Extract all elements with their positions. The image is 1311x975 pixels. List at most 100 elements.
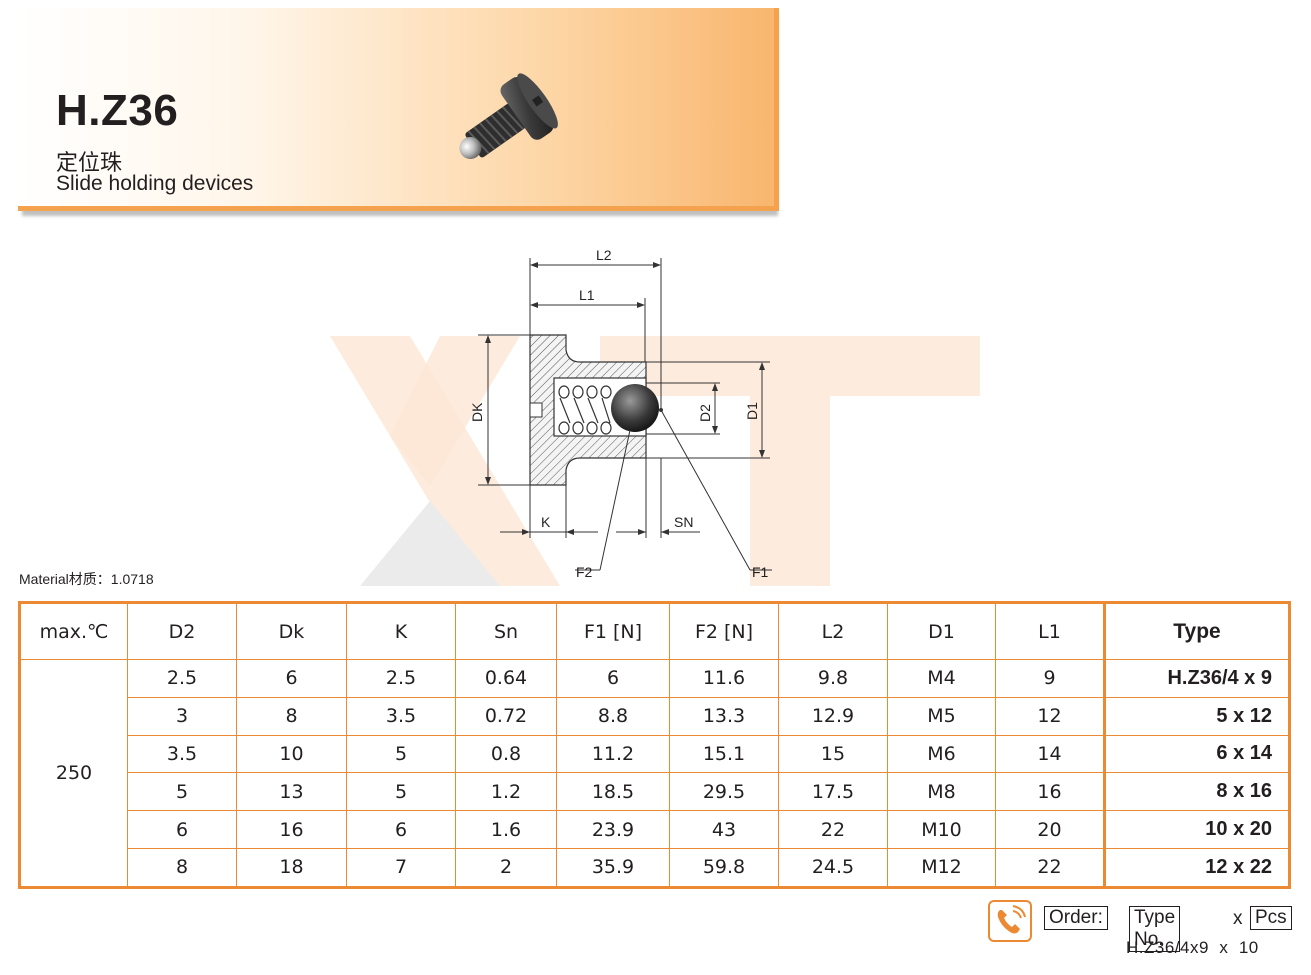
type-no-label: Type No. xyxy=(1129,906,1181,952)
cell-l1: 14 xyxy=(995,734,1105,774)
cell-d2: 5 xyxy=(127,772,237,812)
cell-l1: 16 xyxy=(995,772,1105,812)
table-row: 250 2.5 6 2.5 0.64 6 11.6 9.8 M4 9 H.Z36… xyxy=(19,659,1290,888)
table-header-row: max.℃ D2 Dk K Sn F1 [N] F2 [N] L2 D1 L1 … xyxy=(19,602,1290,660)
cell-f1: 23.9 xyxy=(556,810,670,849)
cell-d1: M5 xyxy=(887,696,996,736)
cell-dk: 8 xyxy=(236,696,347,736)
material-note: Material材质：1.0718 xyxy=(19,571,154,587)
cell-d1: M6 xyxy=(887,734,996,774)
table-row: 8 18 7 2 35.9 59.8 24.5 M12 22 12 x 22 xyxy=(20,847,1290,888)
cell-l2: 17.5 xyxy=(778,772,888,812)
cell-sn: 0.64 xyxy=(455,659,557,698)
header-k: K xyxy=(346,602,456,660)
cell-f1: 6 xyxy=(556,659,670,698)
cell-f2: 29.5 xyxy=(669,772,779,812)
product-name-en: Slide holding devices xyxy=(56,172,254,195)
dim-label-l1: L1 xyxy=(579,287,595,303)
cell-l2: 24.5 xyxy=(778,847,888,888)
cell-f2: 59.8 xyxy=(669,847,779,888)
cell-f1: 8.8 xyxy=(556,696,670,736)
header-type: Type xyxy=(1103,602,1290,660)
cell-l2: 15 xyxy=(778,734,888,774)
dim-label-sn: SN xyxy=(674,514,693,530)
cell-type: 6 x 14 xyxy=(1103,734,1290,774)
dim-label-dk: DK xyxy=(469,402,485,422)
product-photo xyxy=(459,73,558,159)
cell-d2: 3.5 xyxy=(127,734,237,774)
cell-f1: 18.5 xyxy=(556,772,670,812)
cell-dk: 6 xyxy=(236,659,347,698)
dim-label-f2: F2 xyxy=(576,564,593,580)
cell-dk: 16 xyxy=(236,810,347,849)
dim-label-k: K xyxy=(541,514,551,530)
cell-d2: 2.5 xyxy=(127,659,237,698)
cell-l1: 9 xyxy=(995,659,1105,698)
cell-type: 8 x 16 xyxy=(1103,772,1290,812)
header-underline xyxy=(18,206,774,211)
cell-f1: 35.9 xyxy=(556,847,670,888)
table-row: 3 8 3.5 0.72 8.8 13.3 12.9 M5 12 5 x 12 xyxy=(20,696,1290,736)
cell-sn: 1.2 xyxy=(455,772,557,812)
cell-d1: M12 xyxy=(887,847,996,888)
cell-d1: M10 xyxy=(887,810,996,849)
header-banner: H.Z36 定位珠 Slide holding devices xyxy=(18,8,779,211)
cell-dk: 18 xyxy=(236,847,347,888)
cell-dk: 13 xyxy=(236,772,347,812)
cell-d1: M8 xyxy=(887,772,996,812)
header-d2: D2 xyxy=(127,602,237,660)
cell-type: 5 x 12 xyxy=(1103,696,1290,736)
cell-sn: 2 xyxy=(455,847,557,888)
header-dk: Dk xyxy=(236,602,347,660)
cell-k: 6 xyxy=(346,810,456,849)
cell-d1: M4 xyxy=(887,659,996,698)
cell-l1: 22 xyxy=(995,847,1105,888)
dim-label-f1: F1 xyxy=(752,564,769,580)
cell-k: 2.5 xyxy=(346,659,456,698)
cell-d2: 3 xyxy=(127,696,237,736)
product-name-cn: 定位珠 xyxy=(56,151,123,176)
dim-label-l2: L2 xyxy=(596,247,612,263)
cell-sn: 0.8 xyxy=(455,734,557,774)
cell-f2: 13.3 xyxy=(669,696,779,736)
header-f1: F1 [N] xyxy=(556,602,670,660)
cell-l2: 9.8 xyxy=(778,659,888,698)
cell-k: 5 xyxy=(346,734,456,774)
phone-icon xyxy=(988,900,1032,942)
cell-l1: 20 xyxy=(995,810,1105,849)
header-d1: D1 xyxy=(887,602,996,660)
cell-l1: 12 xyxy=(995,696,1105,736)
order-example: H.Z36/4x9 x 10 xyxy=(1126,938,1259,957)
cell-d2: 8 xyxy=(127,847,237,888)
spec-table: max.℃ D2 Dk K Sn F1 [N] F2 [N] L2 D1 L1 … xyxy=(18,601,1291,889)
header-sn: Sn xyxy=(455,602,557,660)
table-row: 6 16 6 1.6 23.9 43 22 M10 20 10 x 20 xyxy=(20,810,1290,849)
pcs-label: Pcs xyxy=(1250,906,1292,930)
dim-label-d1: D1 xyxy=(744,402,760,420)
cell-sn: 1.6 xyxy=(455,810,557,849)
cell-type: 10 x 20 xyxy=(1103,810,1290,849)
product-code-title: H.Z36 xyxy=(56,86,179,135)
header-l2: L2 xyxy=(778,602,888,660)
cell-k: 3.5 xyxy=(346,696,456,736)
cell-f2: 43 xyxy=(669,810,779,849)
header-f2: F2 [N] xyxy=(669,602,779,660)
table-row: 5 13 5 1.2 18.5 29.5 17.5 M8 16 8 x 16 xyxy=(20,772,1290,812)
cell-f2: 15.1 xyxy=(669,734,779,774)
dim-label-d2: D2 xyxy=(697,404,713,422)
header-edge xyxy=(774,8,779,211)
header-max-temp: max.℃ xyxy=(19,602,128,660)
order-multiply: x xyxy=(1233,908,1243,929)
table-row: 3.5 10 5 0.8 11.2 15.1 15 M6 14 6 x 14 xyxy=(20,734,1290,774)
cell-l2: 12.9 xyxy=(778,696,888,736)
cell-f1: 11.2 xyxy=(556,734,670,774)
order-label: Order: xyxy=(1044,906,1108,930)
cross-section-drawing: L2 L1 DK D2 D1 K SN F2 F1 xyxy=(469,247,772,580)
cell-f2: 11.6 xyxy=(669,659,779,698)
cell-type: H.Z36/4 x 9 xyxy=(1103,659,1290,698)
header-l1: L1 xyxy=(995,602,1105,660)
cell-dk: 10 xyxy=(236,734,347,774)
cell-d2: 6 xyxy=(127,810,237,849)
cell-l2: 22 xyxy=(778,810,888,849)
cell-sn: 0.72 xyxy=(455,696,557,736)
